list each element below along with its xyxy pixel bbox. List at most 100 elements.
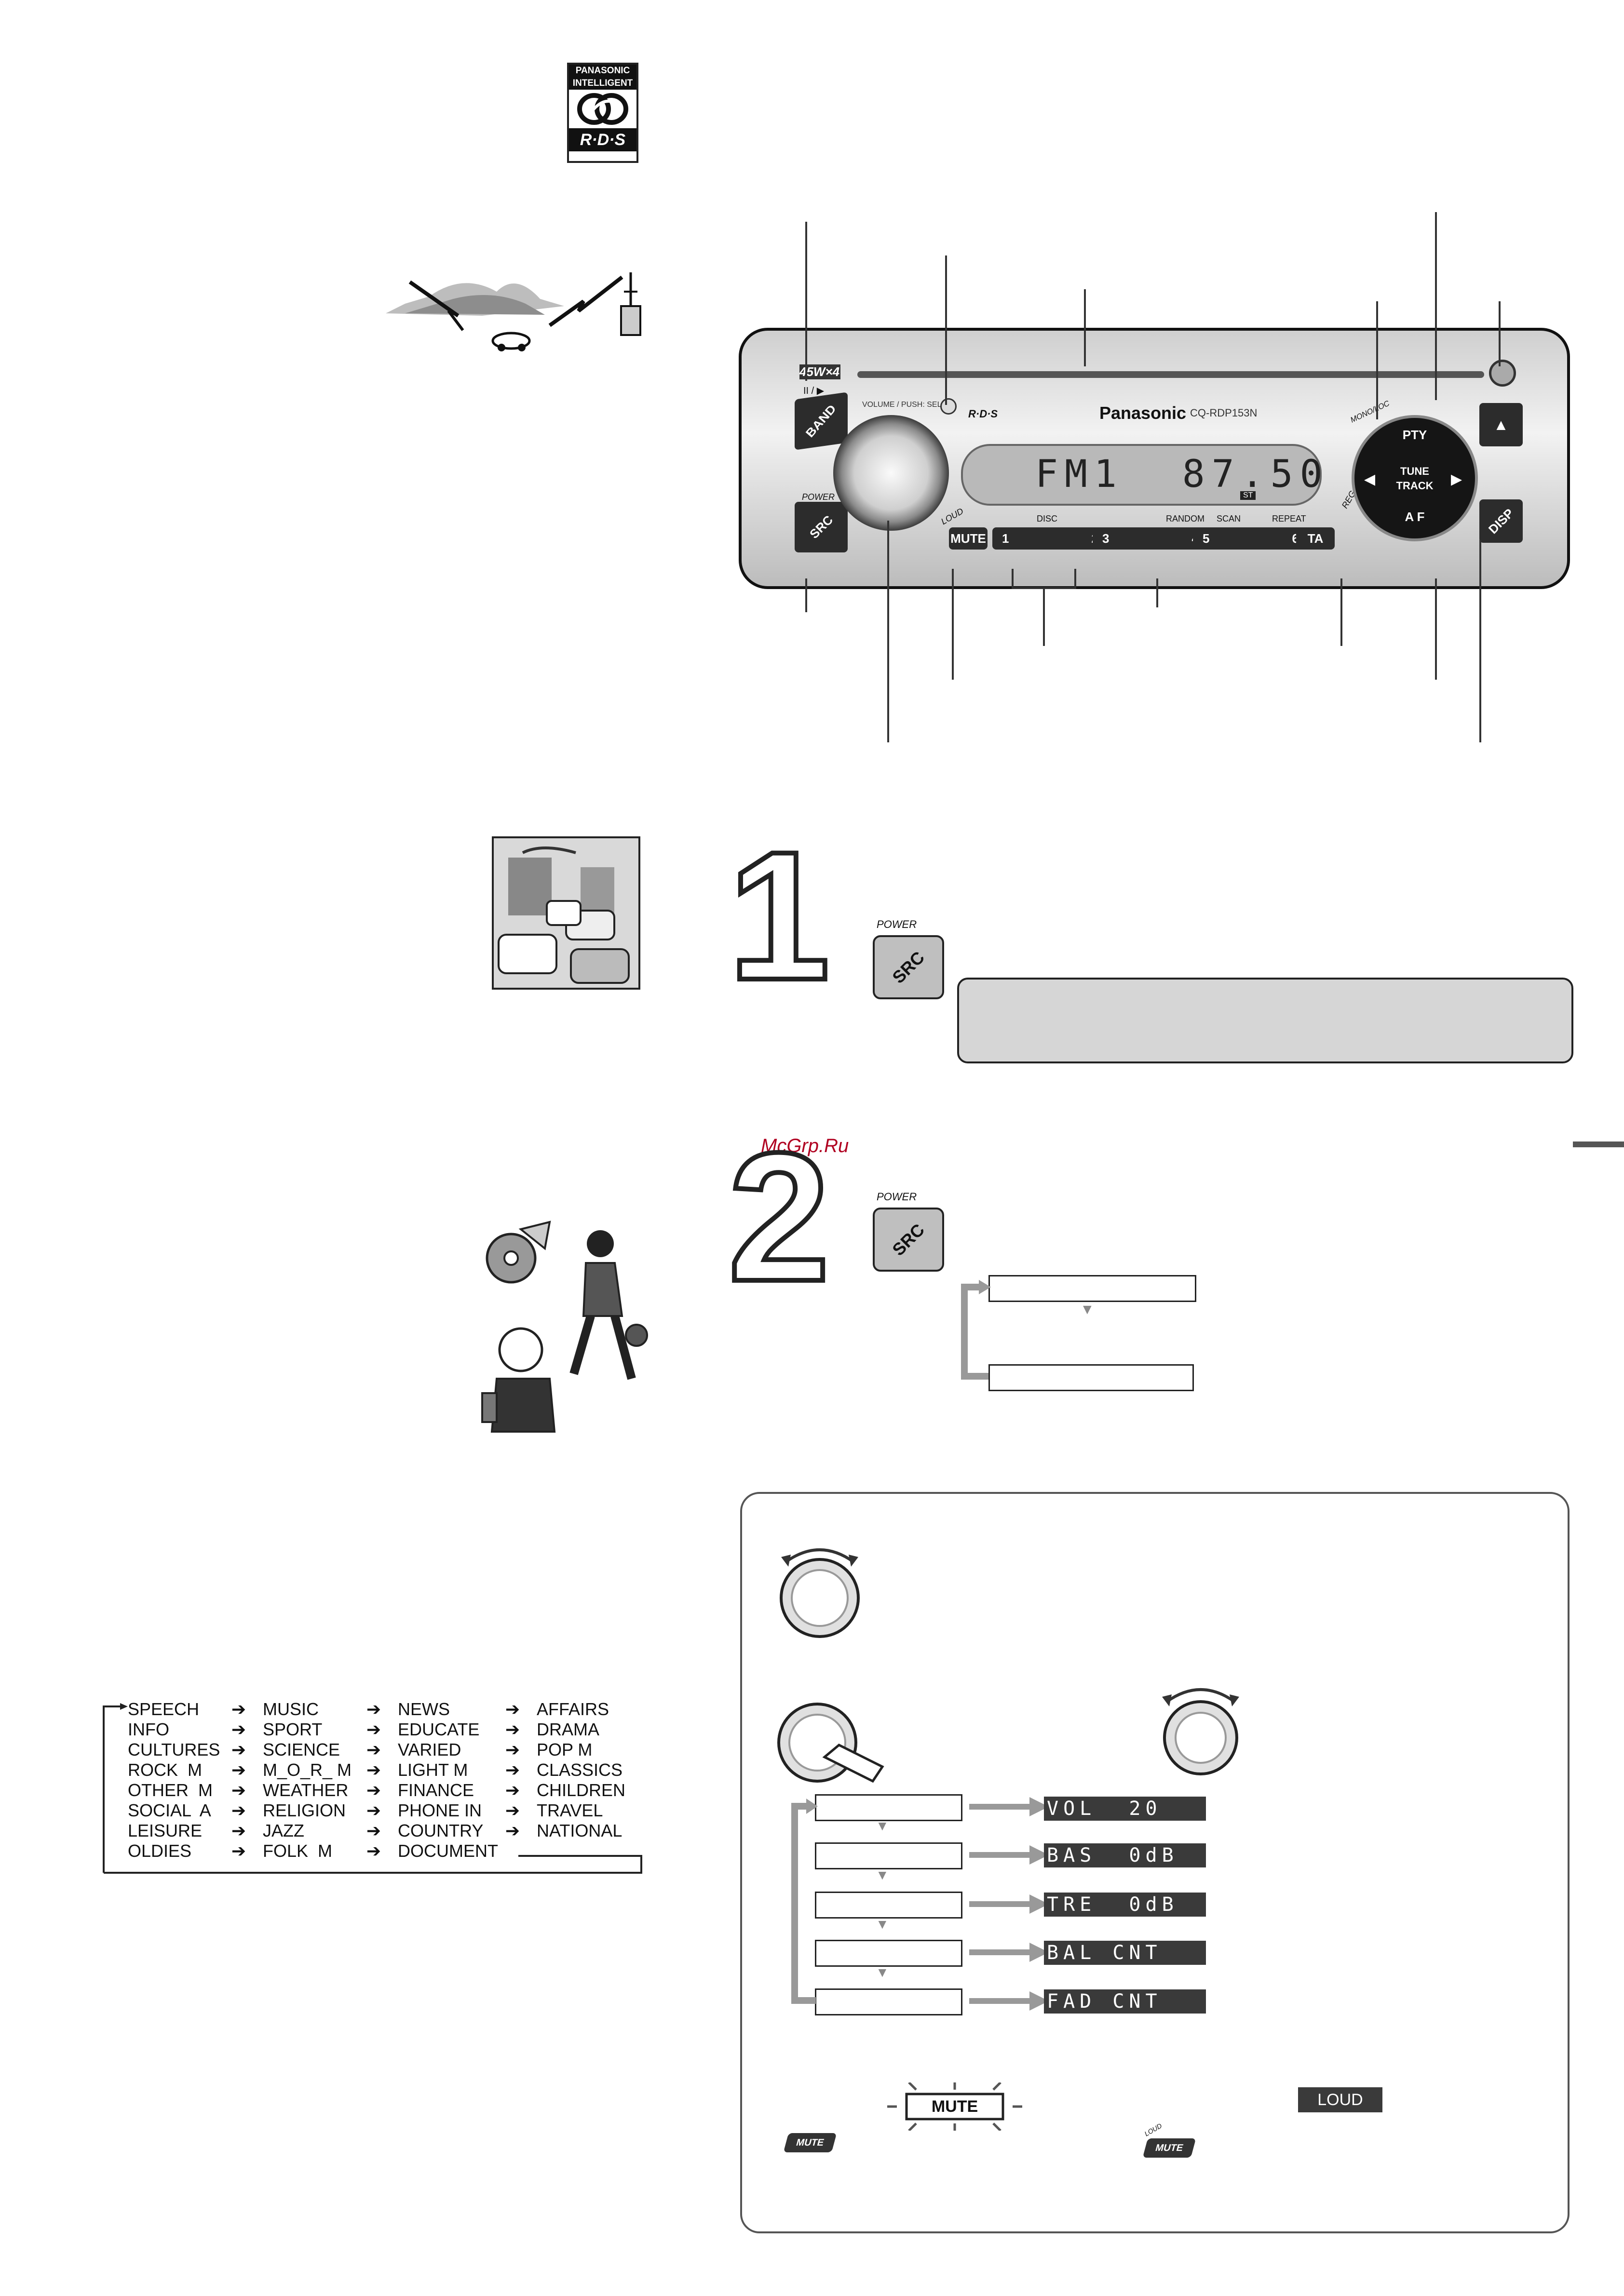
section-tab [1573,1141,1624,1147]
ta-button[interactable]: TA [1296,527,1335,550]
step1-power-label: POWER [877,918,917,930]
pty-item: OTHER M [128,1780,213,1800]
logo-line1: PANASONIC [569,65,636,77]
pty-arrow-icon: ➔ [366,1841,381,1861]
pty-item: LEISURE [128,1821,203,1840]
audio-flow-loop [791,1799,818,2004]
brand-name: Panasonic [1099,403,1187,423]
next-icon[interactable]: ▶ [1451,471,1462,487]
push-knob-icon [777,1703,884,1783]
pty-item: NEWS [398,1699,450,1719]
pty-row: SPEECH ➔ MUSIC ➔ NEWS ➔ AFFAIRS [128,1699,630,1719]
pty-arrow-icon: ➔ [505,1699,520,1719]
pty-item: PHONE IN [398,1800,482,1820]
mute-button[interactable]: MUTE [949,527,988,550]
pty-item: NATIONAL [536,1821,623,1840]
preset-3-button[interactable]: 3 4 [1093,527,1208,550]
source-flow-loop [961,1280,991,1380]
loud-key[interactable]: MUTE [1142,2138,1196,2158]
pty-arrow-icon: ➔ [231,1780,246,1800]
audio-down-arrow-3: ▼ [876,1917,889,1932]
mute-key-label: MUTE [795,2137,826,2148]
knob-release-button[interactable] [940,398,957,415]
mute-flash-icon [887,2082,1022,2131]
traffic-illustration [492,836,640,990]
pty-arrow-icon: ➔ [505,1760,520,1780]
volume-knob[interactable] [833,415,949,531]
play-pause-label: II / ▶ [803,386,825,396]
rds-logo: PANASONIC INTELLIGENT R·D·S [567,63,638,163]
step2-src-label: SRC [888,1219,929,1260]
source-flow-box-1 [988,1275,1196,1302]
pty-table: SPEECH ➔ MUSIC ➔ NEWS ➔ AFFAIRS INFO ➔ S… [128,1699,630,1861]
display-st: ST [1240,491,1256,500]
rds-swirl-icon [577,93,628,125]
eject-button[interactable]: ▲ [1479,403,1523,446]
pty-empty-cell [503,1841,537,1861]
control-pad: PTY A F TUNE TRACK ◀ ▶ [1352,415,1478,541]
pty-arrow-icon: ➔ [231,1821,246,1840]
step1-src-label: SRC [888,947,929,987]
pty-arrow-icon: ➔ [366,1780,381,1800]
scan-label: SCAN [1217,514,1241,524]
preset-5-button[interactable]: 5 6 [1193,527,1309,550]
audio-flow-box-3 [815,1892,962,1919]
pty-item: FINANCE [398,1780,474,1800]
pty-item: SOCIAL A [128,1800,211,1820]
af-button[interactable]: A F [1405,510,1425,524]
pty-loop-line [103,1703,642,1874]
loud-key-mute-label: MUTE [1154,2142,1185,2153]
pty-item: COUNTRY [398,1821,484,1840]
pty-arrow-icon: ➔ [366,1740,381,1759]
pty-button[interactable]: PTY [1402,428,1427,442]
volume-label: VOLUME / PUSH: SEL [862,401,942,409]
pty-item: WEATHER [263,1780,349,1800]
loud-indicator: LOUD [1298,2087,1382,2112]
lcd-bass: BAS 0dB [1044,1843,1206,1867]
pty-item: MUSIC [263,1699,319,1719]
logo-line2: INTELLIGENT [569,77,636,90]
pty-row: SOCIAL A ➔ RELIGION ➔ PHONE IN ➔ TRAVEL [128,1800,630,1821]
eject-knob[interactable] [1489,360,1516,387]
audio-flow-box-2 [815,1842,962,1869]
pty-item: CULTURES [128,1740,220,1759]
pty-item: DOCUMENT [398,1841,498,1861]
pty-arrow-icon: ➔ [505,1821,520,1840]
pty-arrow-icon: ➔ [231,1841,246,1861]
pty-row: OLDIES ➔ FOLK M ➔ DOCUMENT [128,1841,630,1861]
lcd-fader: FAD CNT [1044,1989,1206,2014]
mute-key[interactable]: MUTE [783,2133,837,2152]
pty-arrow-icon: ➔ [231,1800,246,1820]
callout-lines [805,212,1501,742]
pty-row: OTHER M ➔ WEATHER ➔ FINANCE ➔ CHILDREN [128,1780,630,1800]
pty-row: LEISURE ➔ JAZZ ➔ COUNTRY ➔ NATIONAL [128,1821,630,1841]
pty-row: CULTURES ➔ SCIENCE ➔ VARIED ➔ POP M [128,1740,630,1760]
pty-item: POP M [536,1740,593,1759]
program-type-illustration [481,1221,648,1433]
power-label: POWER [802,492,835,502]
pty-row: INFO ➔ SPORT ➔ EDUCATE ➔ DRAMA [128,1719,630,1740]
audio-flow-box-4 [815,1940,962,1967]
pty-item: LIGHT M [398,1760,468,1780]
lcd-volume: VOL 20 [1044,1797,1206,1821]
src-button[interactable]: SRC [795,502,848,552]
pty-arrow-icon: ➔ [505,1780,520,1800]
step2-src-button[interactable]: SRC [873,1208,944,1272]
mute-label: MUTE [950,531,986,546]
pty-item: ROCK M [128,1760,203,1780]
pty-item: VARIED [398,1740,461,1759]
audio-down-arrow-2: ▼ [876,1867,889,1882]
radio-reception-illustration [386,272,641,351]
pty-arrow-icon: ➔ [231,1699,246,1719]
preset-3-label: 3 [1102,531,1110,546]
prev-icon[interactable]: ◀ [1364,471,1376,487]
traffic-jam-icon [494,838,638,988]
step2-power-label: POWER [877,1191,917,1203]
audio-right-arrows [969,1797,1049,2011]
logo-mark: R·D·S [569,128,636,151]
step1-src-button[interactable]: SRC [873,935,944,999]
pty-item: AFFAIRS [536,1699,609,1719]
source-flow-down-arrow: ▼ [1080,1302,1095,1317]
pty-item: CHILDREN [536,1780,626,1800]
disp-button[interactable]: DISP [1479,499,1523,543]
